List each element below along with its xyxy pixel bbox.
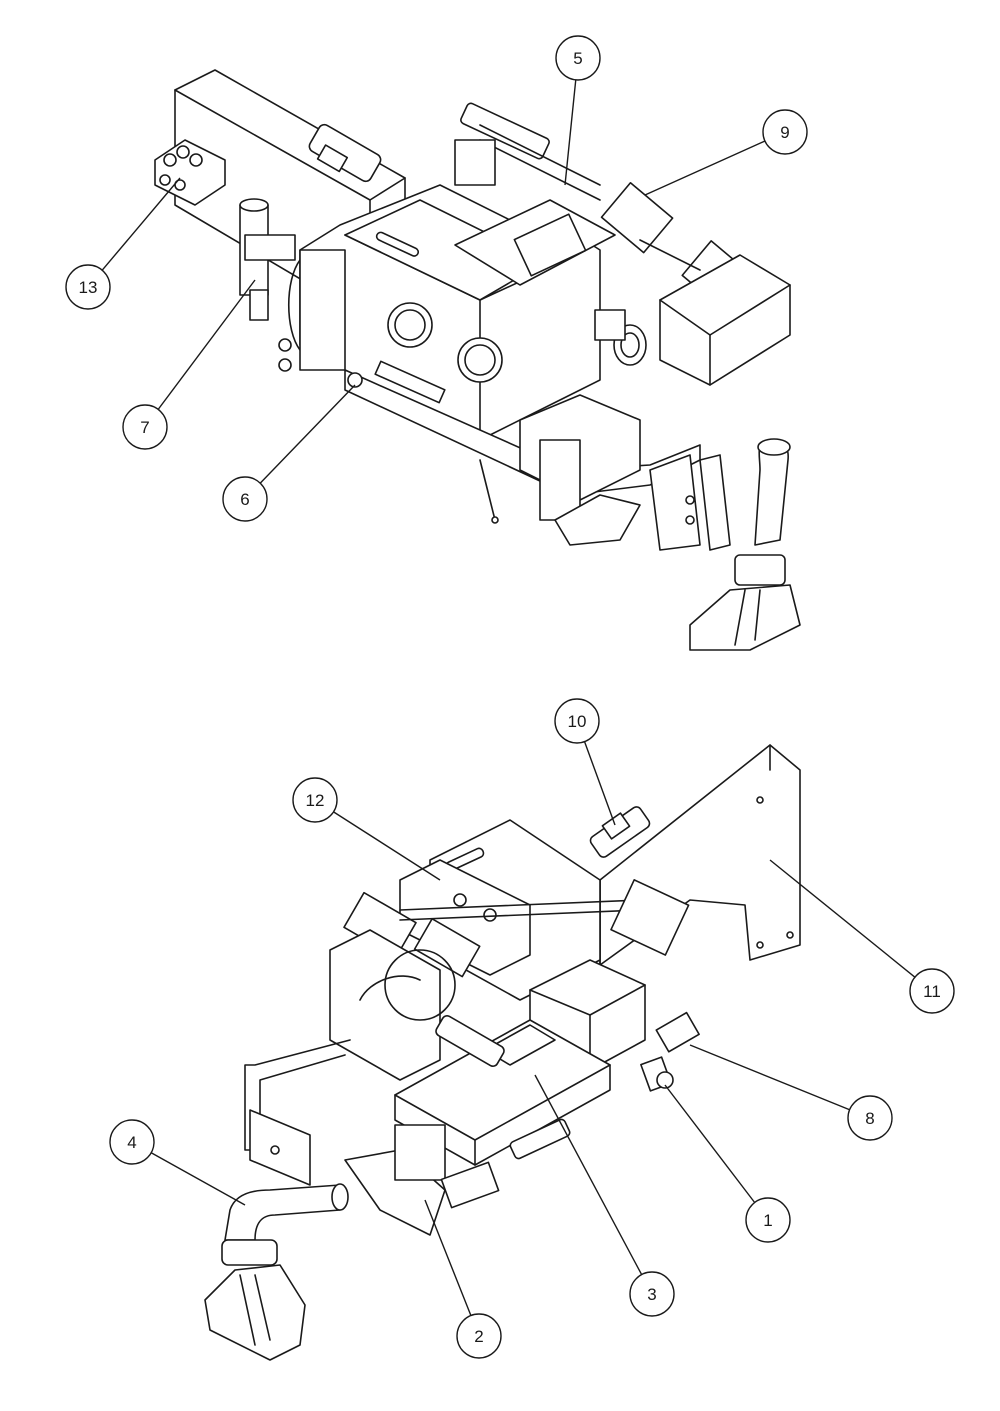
leader-line-10 — [583, 741, 616, 826]
callout-label-8: 8 — [865, 1109, 874, 1128]
leader-line-9 — [644, 140, 766, 196]
callout-circle-1 — [745, 1197, 791, 1243]
leader-line-12 — [333, 811, 441, 881]
leader-line-7 — [157, 279, 256, 410]
callout-circle-10 — [554, 698, 600, 744]
callout-label-10: 10 — [568, 712, 587, 731]
callout-circle-9 — [762, 109, 808, 155]
callout-label-9: 9 — [780, 123, 789, 142]
callout-label-2: 2 — [474, 1327, 483, 1346]
callout-label-5: 5 — [573, 49, 582, 68]
leader-line-13 — [101, 177, 181, 271]
callout-circle-6 — [222, 476, 268, 522]
leader-line-11 — [769, 859, 916, 978]
leader-line-4 — [150, 1152, 246, 1206]
lower-assembly-view — [204, 744, 801, 1361]
callout-label-1: 1 — [763, 1211, 772, 1230]
leader-line-8 — [689, 1044, 850, 1111]
callout-circle-8 — [847, 1095, 893, 1141]
callout-circle-2 — [456, 1313, 502, 1359]
callout-circle-7 — [122, 404, 168, 450]
callout-label-6: 6 — [240, 490, 249, 509]
callout-label-12: 12 — [306, 791, 325, 810]
leader-line-3 — [534, 1074, 643, 1275]
callout-circle-11 — [909, 968, 955, 1014]
callout-circle-12 — [292, 777, 338, 823]
callout-circle-13 — [65, 264, 111, 310]
callout-label-4: 4 — [127, 1133, 136, 1152]
callout-circle-4 — [109, 1119, 155, 1165]
leader-line-5 — [564, 79, 577, 186]
upper-assembly-view — [154, 69, 801, 651]
callout-label-3: 3 — [647, 1285, 656, 1304]
leader-line-2 — [424, 1199, 472, 1316]
callout-circle-3 — [629, 1271, 675, 1317]
leader-line-6 — [259, 384, 356, 484]
leader-line-1 — [664, 1084, 756, 1203]
callout-label-11: 11 — [923, 982, 941, 1001]
callout-circle-5 — [555, 35, 601, 81]
callout-label-7: 7 — [140, 418, 149, 437]
callout-label-13: 13 — [79, 278, 98, 297]
